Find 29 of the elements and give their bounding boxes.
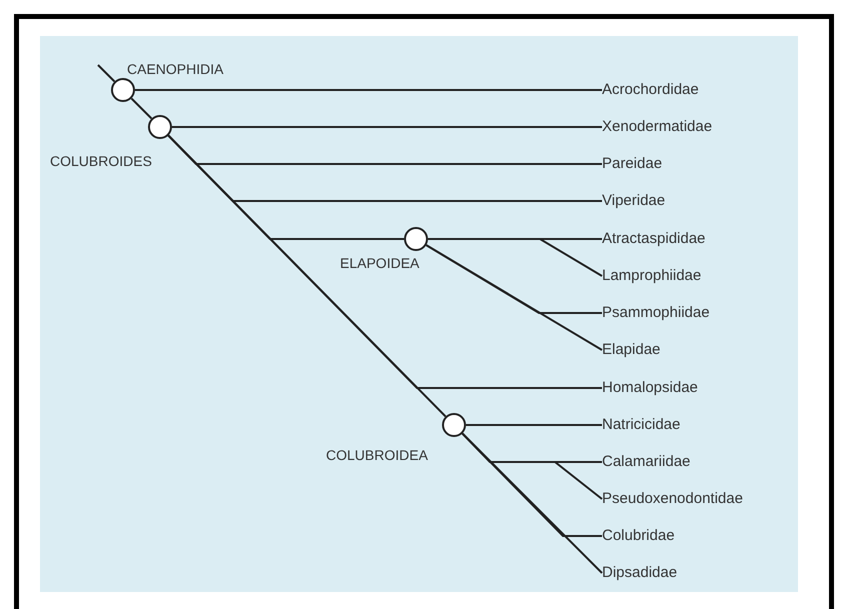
taxon-name: Atractaspididae bbox=[602, 230, 706, 248]
taxon-name: Calamariidae bbox=[602, 453, 690, 471]
taxon-name: Xenodermatidae bbox=[602, 118, 712, 136]
branch-line bbox=[172, 126, 602, 128]
branch-line bbox=[130, 98, 152, 120]
taxon-name: Colubridae bbox=[602, 527, 675, 545]
taxon-name: Pareidae bbox=[602, 155, 662, 173]
taxon-name: Viperidae bbox=[602, 192, 666, 210]
taxon-name: Natricicidae bbox=[602, 416, 680, 434]
branch-line bbox=[135, 89, 602, 91]
branch-line bbox=[426, 244, 602, 314]
clade-label: ELAPOIDEA bbox=[340, 255, 420, 272]
branch-line bbox=[462, 432, 602, 537]
taxon-name: Elapidae bbox=[602, 341, 660, 359]
taxon-name: Homalopsidae bbox=[602, 379, 698, 397]
branch-line bbox=[97, 64, 116, 82]
taxon-name: Pseudoxenodontidae bbox=[602, 490, 743, 508]
branch-line bbox=[428, 238, 603, 277]
branch-line bbox=[462, 432, 603, 574]
taxon-name: Acrochordidae bbox=[602, 81, 699, 99]
taxon-name: Dipsadidae bbox=[602, 564, 678, 582]
clade-label: COLUBROIDES bbox=[50, 153, 152, 170]
branch-line bbox=[466, 424, 602, 426]
branch-line bbox=[168, 134, 446, 418]
taxon-name: Lamprophiidae bbox=[602, 267, 702, 285]
branch-line bbox=[426, 244, 603, 351]
taxon-name: Psammophiidae bbox=[602, 304, 710, 322]
clade-label: COLUBROIDEA bbox=[326, 447, 428, 464]
clade-label: CAENOPHIDIA bbox=[127, 61, 224, 78]
